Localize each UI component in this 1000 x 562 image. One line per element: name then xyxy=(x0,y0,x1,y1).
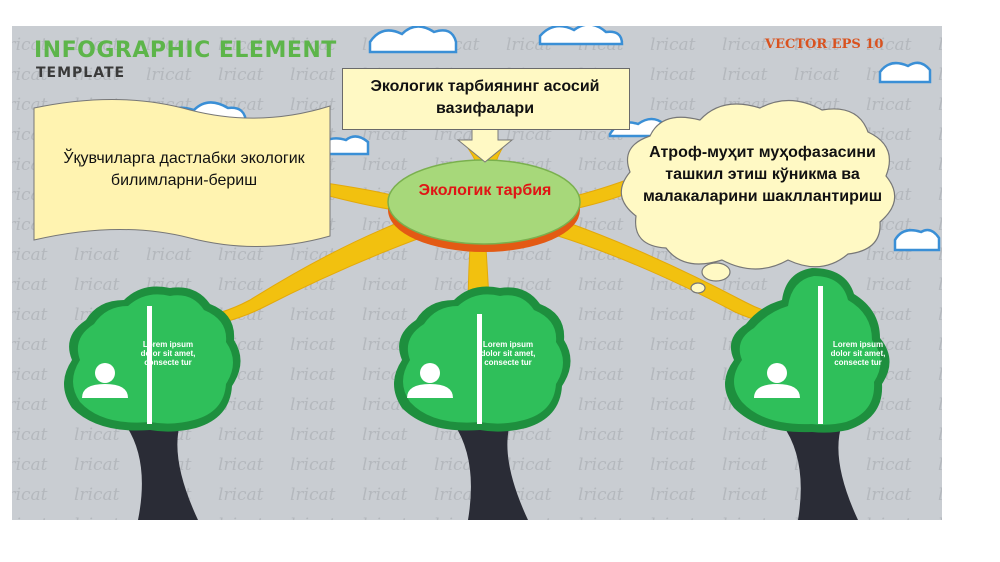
tree-left-text: Lorem ipsum dolor sit amet, consecte tur xyxy=(140,340,196,367)
heading: INFOGRAPHIC ELEMENT xyxy=(34,38,337,63)
tree-trunks xyxy=(125,424,858,520)
title-box xyxy=(342,68,630,130)
down-arrow-icon xyxy=(456,127,514,163)
user-icon xyxy=(82,363,128,398)
left-note-text: Ўқувчиларга дастлабки экологик билимларн… xyxy=(63,150,305,189)
title-text: Экологик тарбиянинг асосий вазифалари xyxy=(370,78,600,117)
user-icon xyxy=(754,363,800,398)
center-disc xyxy=(387,159,581,252)
center-label: Экологик тарбия xyxy=(418,182,552,199)
infographic-slide: lricat xyxy=(12,26,942,520)
cloud-note-text: Атроф-муҳит муҳофазасини ташкил этиш кўн… xyxy=(642,144,883,205)
left-note-shape xyxy=(33,98,331,247)
tree-right-text: Lorem ipsum dolor sit amet, consecte tur xyxy=(830,340,886,367)
user-icon xyxy=(407,363,453,398)
vector-badge: VECTOR EPS 10 xyxy=(765,37,884,52)
tree-center-text: Lorem ipsum dolor sit amet, consecte tur xyxy=(480,340,536,367)
subheading: TEMPLATE xyxy=(36,65,126,81)
thought-cloud xyxy=(620,99,896,294)
